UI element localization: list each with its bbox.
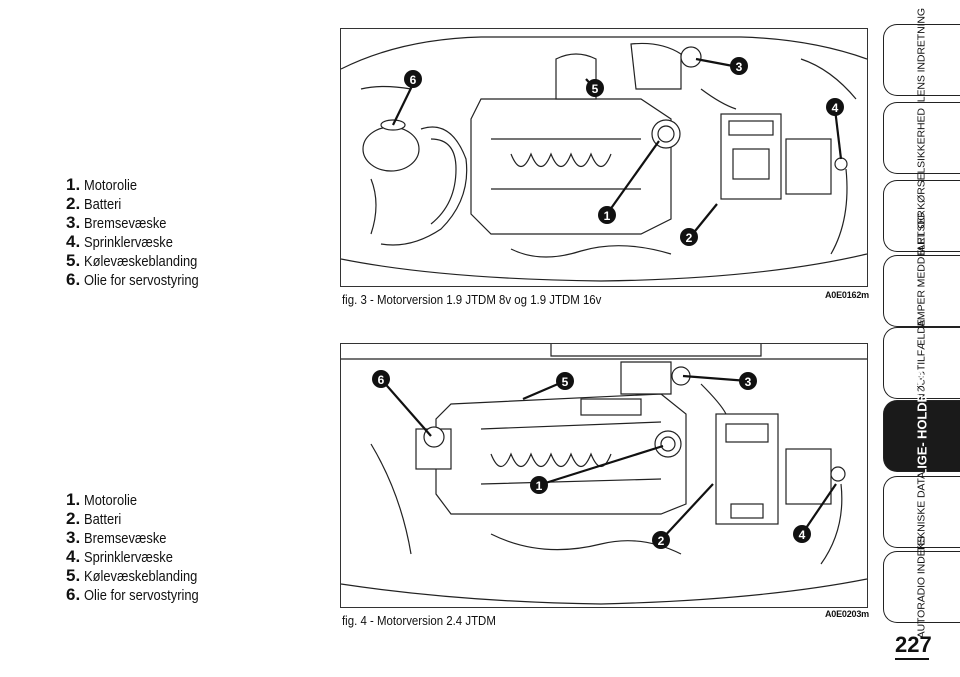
tab-bilens-indretning[interactable]: BILENS INDRETNING	[883, 8, 960, 112]
svg-text:4: 4	[832, 101, 839, 115]
legend-item: 6.Olie for servostyring	[66, 585, 199, 604]
callout-3: 3	[739, 372, 757, 390]
svg-text:1: 1	[604, 209, 611, 223]
figure-caption: fig. 3 - Motorversion 1.9 JTDM 8v og 1.9…	[342, 292, 602, 307]
svg-text:2: 2	[658, 534, 665, 548]
callout-1: 1	[598, 206, 616, 224]
svg-text:2: 2	[686, 231, 693, 245]
callout-4: 4	[793, 525, 811, 543]
figure-code: A0E0162m	[825, 290, 869, 300]
legend-item: 1.Motorolie	[66, 490, 138, 509]
svg-text:3: 3	[745, 375, 752, 389]
engine-drawing: 6 5 3 4 1 2	[341, 36, 867, 282]
svg-text:4: 4	[799, 528, 806, 542]
legend-item: 4.Sprinklervæske	[66, 232, 174, 251]
callout-2: 2	[652, 531, 670, 549]
callout-6: 6	[404, 70, 422, 88]
tab-tekniske-data[interactable]: TEKNISKE DATA	[883, 472, 960, 552]
svg-text:6: 6	[410, 73, 417, 87]
svg-text:5: 5	[562, 375, 569, 389]
callout-5: 5	[586, 79, 604, 97]
svg-text:6: 6	[378, 373, 385, 387]
tab-vedligeholdelse[interactable]: VEDLIGE- HOLDELSE	[883, 369, 960, 503]
engine-illustration-fig4: 6 5 3 1 2 4	[340, 343, 868, 608]
page-number: 227	[895, 632, 932, 657]
svg-text:3: 3	[736, 60, 743, 74]
tab-sikkerhed[interactable]: SIKKERHED	[883, 102, 960, 174]
tab-start-og-korsel[interactable]: START OG KØRSEL	[883, 168, 960, 264]
tab-autoradio-indeks[interactable]: AUTORADIO INDEKS	[883, 536, 960, 638]
legend-item: 6.Olie for servostyring	[66, 270, 199, 289]
callout-1: 1	[530, 476, 548, 494]
legend-fig4: 1.Motorolie 2.Batteri 3.Bremsevæske 4.Sp…	[66, 490, 218, 604]
callout-4: 4	[826, 98, 844, 116]
legend-item: 3.Bremsevæske	[66, 213, 167, 232]
callout-5: 5	[556, 372, 574, 390]
legend-item: 3.Bremsevæske	[66, 528, 167, 547]
tab-i-nodstilfaelde[interactable]: I NØDSTILFÆLDE	[883, 319, 960, 407]
engine-illustration-fig3: 6 5 3 4 1 2	[340, 28, 868, 287]
chapter-tabs: BILENS INDRETNING SIKKERHED START OG KØR…	[883, 0, 960, 638]
legend-item: 4.Sprinklervæske	[66, 547, 174, 566]
callout-2: 2	[680, 228, 698, 246]
page-number-rule	[895, 658, 929, 660]
legend-fig3: 1.Motorolie 2.Batteri 3.Bremsevæske 4.Sp…	[66, 175, 218, 289]
legend-item: 1.Motorolie	[66, 175, 138, 194]
legend-item: 2.Batteri	[66, 194, 122, 213]
callout-6: 6	[372, 370, 390, 388]
svg-text:1: 1	[536, 479, 543, 493]
legend-item: 5.Kølevæskeblanding	[66, 251, 198, 270]
svg-text:5: 5	[592, 82, 599, 96]
engine-drawing: 6 5 3 1 2 4	[341, 344, 867, 605]
legend-item: 5.Kølevæskeblanding	[66, 566, 198, 585]
figure-caption: fig. 4 - Motorversion 2.4 JTDM	[342, 613, 496, 628]
figure-code: A0E0203m	[825, 609, 869, 619]
legend-item: 2.Batteri	[66, 509, 122, 528]
tab-kontrollamper[interactable]: KONTR.LAMPER MEDDELELSER	[883, 210, 960, 372]
callout-3: 3	[730, 57, 748, 75]
